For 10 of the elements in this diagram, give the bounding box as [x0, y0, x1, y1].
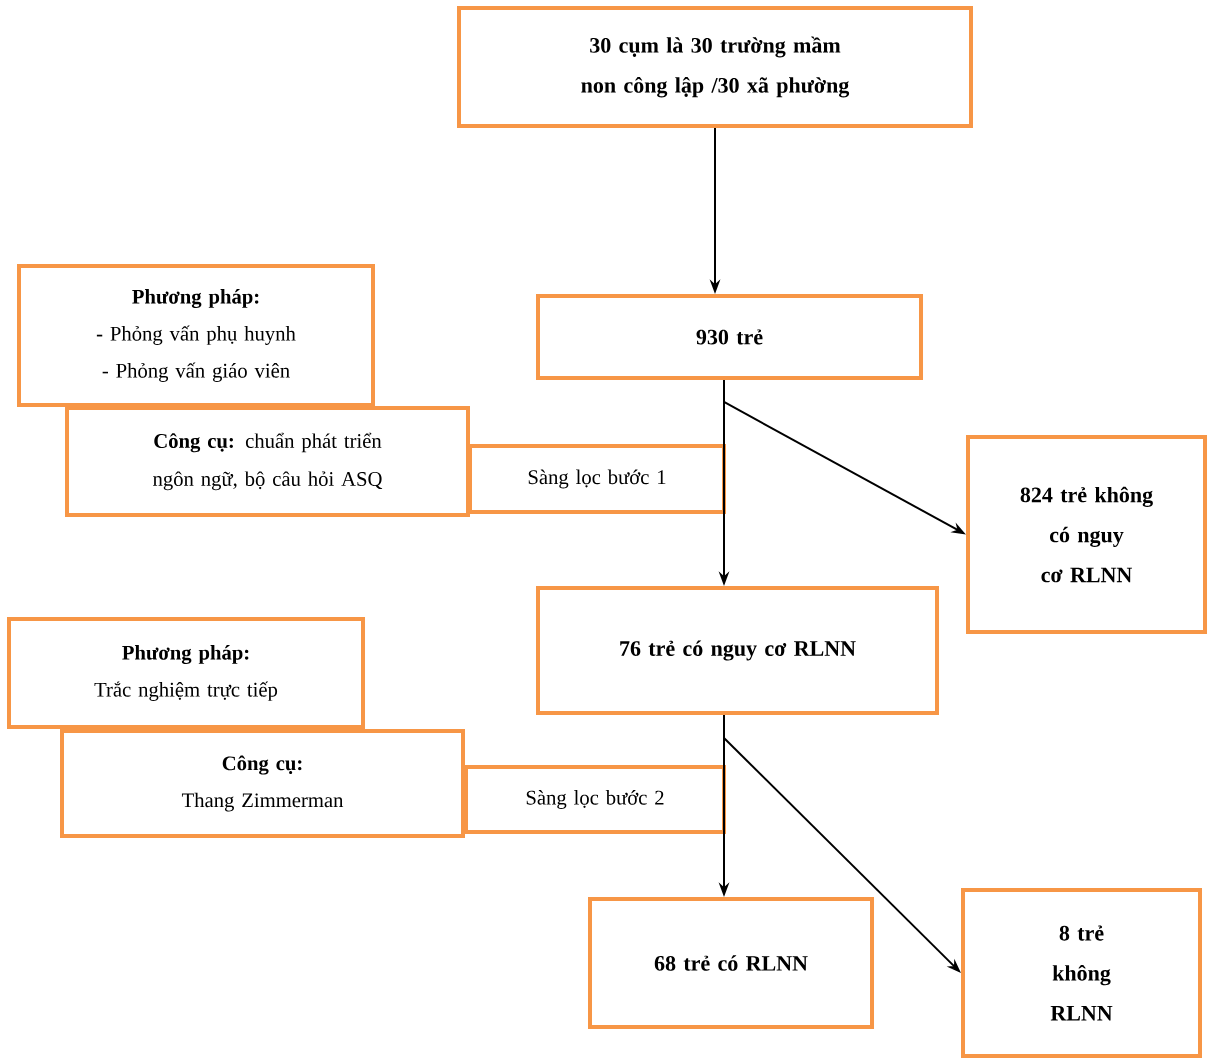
process-box: Phương pháp: Trắc nghiệm trực tiếp: [7, 617, 365, 729]
process-box: 930 trẻ: [536, 294, 923, 380]
process-box: 30 cụm là 30 trường mầm non công lập /30 xã phường: [457, 6, 973, 128]
process-box: Sàng lọc bước 2: [464, 765, 726, 834]
process-box: 68 trẻ có RLNN: [588, 897, 874, 1029]
process-box: 76 trẻ có nguy cơ RLNN: [536, 586, 939, 715]
process-box: Sàng lọc bước 1: [468, 444, 726, 514]
process-box: Phương pháp: - Phỏng vấn phụ huynh - Phỏng vấn giáo viên: [17, 264, 375, 407]
process-box: 824 trẻ không có nguy cơ RLNN: [966, 435, 1207, 634]
process-box: 8 trẻ không RLNN: [961, 888, 1202, 1058]
